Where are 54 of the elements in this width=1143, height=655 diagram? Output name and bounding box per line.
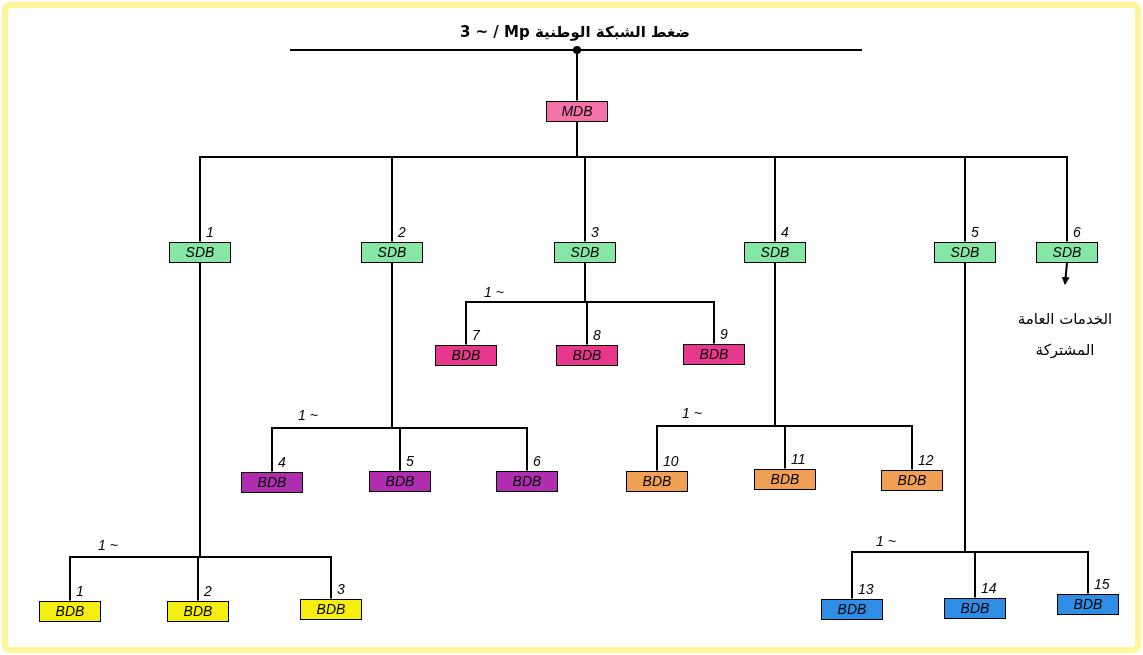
- distribution-board-box: BDB: [167, 600, 229, 622]
- number-label: 4: [781, 224, 789, 239]
- number-label: 3: [591, 224, 599, 239]
- number-label: 7: [472, 327, 480, 342]
- service-note: الخدمات العامة المشتركة: [1000, 304, 1130, 366]
- distribution-board-box: BDB: [496, 470, 558, 492]
- number-label: 4: [278, 454, 286, 469]
- distribution-board-box: BDB: [754, 468, 816, 490]
- busbar-line: [290, 46, 862, 54]
- number-label: 13: [858, 581, 874, 596]
- number-label: 11: [791, 451, 806, 466]
- connector-line: [576, 53, 578, 102]
- phase-label: 1 ~: [484, 285, 504, 299]
- phase-label: 1 ~: [98, 538, 118, 552]
- distribution-board-box: BDB: [435, 344, 497, 366]
- number-label: 9: [720, 326, 728, 341]
- distribution-board-box: BDB: [369, 470, 431, 492]
- arrow: [1061, 261, 1070, 285]
- distribution-board-box: MDB: [546, 100, 608, 122]
- number-label: 3: [337, 581, 345, 596]
- distribution-board-box: BDB: [39, 600, 101, 622]
- number-label: 10: [663, 453, 679, 468]
- distribution-board-box: SDB: [934, 241, 996, 263]
- number-label: 2: [204, 583, 212, 598]
- number-label: 14: [981, 580, 997, 595]
- number-label: 1: [206, 224, 214, 239]
- number-label: 5: [971, 224, 979, 239]
- distribution-board-box: BDB: [556, 344, 618, 366]
- phase-label: 1 ~: [876, 534, 896, 548]
- distribution-board-box: BDB: [944, 597, 1006, 619]
- distribution-board-box: SDB: [1036, 241, 1098, 263]
- phase-label: 1 ~: [682, 406, 702, 420]
- distribution-board-box: BDB: [300, 598, 362, 620]
- phase-label: 1 ~: [298, 408, 318, 422]
- distribution-board-box: BDB: [683, 343, 745, 365]
- number-label: 5: [406, 453, 414, 468]
- distribution-board-box: BDB: [821, 598, 883, 620]
- title: 3 ~ / Mp ضغط الشبكة الوطنية: [458, 24, 692, 41]
- connector-line: [584, 261, 715, 345]
- distribution-board-box: BDB: [1057, 593, 1119, 615]
- distribution-board-box: BDB: [241, 471, 303, 493]
- number-label: 2: [398, 224, 406, 239]
- distribution-board-box: SDB: [169, 241, 231, 263]
- distribution-board-box: SDB: [361, 241, 423, 263]
- distribution-board-box: BDB: [626, 470, 688, 492]
- number-label: 6: [533, 453, 541, 468]
- number-label: 15: [1094, 576, 1110, 591]
- number-label: 6: [1073, 224, 1081, 239]
- distribution-board-box: SDB: [744, 241, 806, 263]
- distribution-board-box: SDB: [554, 241, 616, 263]
- number-label: 1: [76, 583, 84, 598]
- number-label: 12: [918, 452, 934, 467]
- distribution-board-box: BDB: [881, 469, 943, 491]
- number-label: 8: [593, 327, 601, 342]
